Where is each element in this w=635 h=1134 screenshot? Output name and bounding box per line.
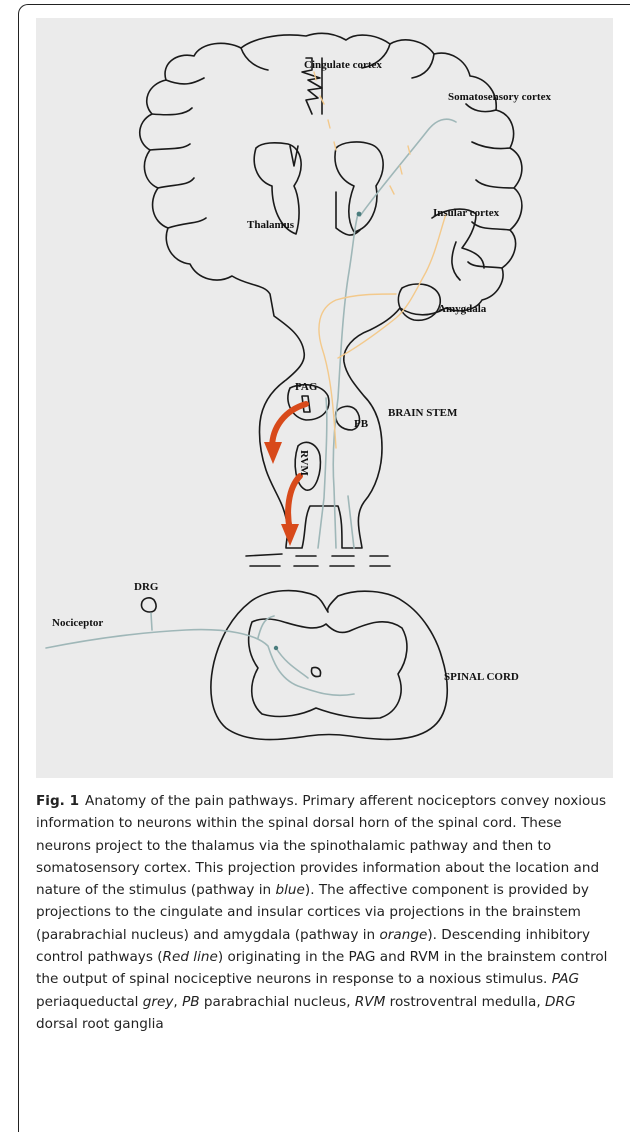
caption-figure-label: Fig. 1 xyxy=(36,793,79,809)
dorsal-horn-node xyxy=(274,646,278,650)
caption-text: rostroventral medulla, xyxy=(385,994,545,1010)
pain-pathway-diagram: Cingulate cortex Somatosensory cortex Th… xyxy=(36,18,613,778)
caption-emphasis-orange: orange xyxy=(379,927,427,943)
caption-text: periaqueductal xyxy=(36,994,143,1010)
label-pb: PB xyxy=(354,418,369,430)
descending-pathway-lower xyxy=(288,476,300,530)
label-insular-cortex: Insular cortex xyxy=(433,207,500,219)
label-cingulate-cortex: Cingulate cortex xyxy=(304,59,382,71)
caption-text: , xyxy=(173,994,182,1010)
label-somatosensory-cortex: Somatosensory cortex xyxy=(448,91,551,103)
caption-emphasis-grey: grey xyxy=(143,994,174,1010)
pain-pathway-figure: Cingulate cortex Somatosensory cortex Th… xyxy=(36,18,613,778)
drg-outline xyxy=(141,598,156,612)
caption-abbrev-rvm: RVM xyxy=(355,994,385,1010)
caption-text: parabrachial nucleus, xyxy=(200,994,355,1010)
caption-emphasis-blue: blue xyxy=(276,882,305,898)
label-rvm: RVM xyxy=(298,450,310,477)
caption-abbrev-drg: DRG xyxy=(545,994,575,1010)
label-pag: PAG xyxy=(295,381,318,393)
ascending-pathway xyxy=(46,630,354,696)
thalamus-node xyxy=(357,212,362,217)
spinal-cord-outline xyxy=(211,591,447,740)
label-amygdala: Amygdala xyxy=(438,303,487,315)
label-drg: DRG xyxy=(134,581,159,593)
descending-pathway-upper xyxy=(272,404,306,448)
caption-abbrev-pb: PB xyxy=(182,994,200,1010)
label-spinal-cord: SPINAL CORD xyxy=(444,671,519,683)
label-thalamus: Thalamus xyxy=(247,219,295,231)
label-brain-stem: BRAIN STEM xyxy=(388,407,458,419)
brain-outline xyxy=(140,33,522,548)
caption-text: dorsal root ganglia xyxy=(36,1016,164,1032)
caption-emphasis-red-line: Red line xyxy=(163,949,218,965)
caption-abbrev-pag: PAG xyxy=(552,971,579,987)
label-nociceptor: Nociceptor xyxy=(52,617,103,629)
